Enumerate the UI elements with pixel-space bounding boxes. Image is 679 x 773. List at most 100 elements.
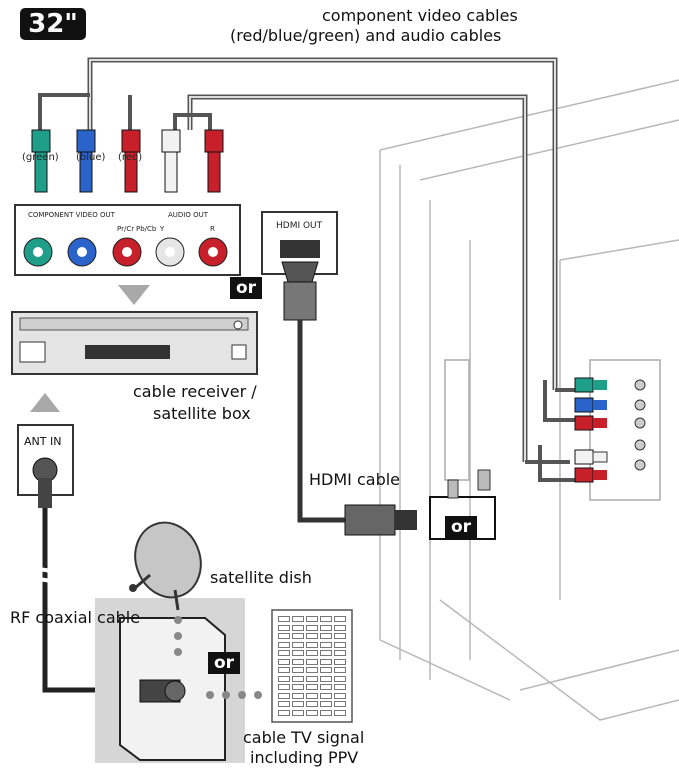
rf-coaxial-label: RF coaxial cable xyxy=(10,608,141,627)
cable-tv-cell xyxy=(334,684,346,690)
cable-tv-cell xyxy=(306,675,318,682)
cable-tv-cell xyxy=(320,658,332,665)
cable-tv-cell xyxy=(334,675,346,682)
cable-tv-cell xyxy=(278,701,290,707)
arrow-up xyxy=(30,393,60,412)
port-r-label: R xyxy=(210,225,215,233)
cable-tv-cell xyxy=(320,641,332,648)
component-cable-inner xyxy=(89,59,556,390)
cable-receiver-label-2: satellite box xyxy=(153,404,251,423)
cable-tv-cell xyxy=(278,641,290,648)
cable-tv-cell xyxy=(334,641,346,648)
cable-tv-cell xyxy=(320,692,332,699)
tv-input-plugs xyxy=(574,377,646,483)
cable-tv-cell xyxy=(278,624,290,631)
hdmi-cable-line xyxy=(297,320,345,523)
cable-receiver-box xyxy=(11,311,258,375)
port-jacks xyxy=(23,237,228,267)
signal-dots xyxy=(174,616,262,699)
ant-in-label: ANT IN xyxy=(24,435,62,448)
port-pb-label: Pb/Cb xyxy=(136,225,157,233)
cable-tv-cell xyxy=(278,658,290,665)
cable-tv-cell xyxy=(320,701,332,707)
cable-tv-cell xyxy=(306,709,318,716)
cable-tv-cell xyxy=(292,641,304,648)
cable-tv-cell xyxy=(278,667,290,673)
coax-connector xyxy=(139,679,186,703)
cable-tv-cell xyxy=(292,624,304,631)
cable-tv-grid xyxy=(271,609,353,723)
component-video-out-label: COMPONENT VIDEO OUT xyxy=(28,211,115,219)
cable-tv-cell xyxy=(334,658,346,665)
cable-tv-cell xyxy=(320,633,332,639)
size-badge: 32" xyxy=(20,8,86,40)
cable-tv-cell xyxy=(306,701,318,707)
cable-tv-cell xyxy=(334,667,346,673)
arrow-down xyxy=(118,285,150,305)
cable-tv-cell xyxy=(334,624,346,631)
cable-tv-cell xyxy=(320,667,332,673)
cable-tv-cell xyxy=(278,633,290,639)
audio-out-label: AUDIO OUT xyxy=(168,211,209,219)
cable-tv-cell xyxy=(278,616,290,622)
or-badge-2: or xyxy=(445,516,478,538)
or-badge-3: or xyxy=(208,652,241,674)
cable-receiver-label-1: cable receiver / xyxy=(133,382,257,401)
cable-tv-cell xyxy=(334,692,346,699)
cable-tv-cell xyxy=(306,650,318,656)
cable-tv-cell xyxy=(292,658,304,665)
cable-tv-cell xyxy=(278,709,290,716)
cable-tv-cell xyxy=(292,709,304,716)
cable-tv-cell xyxy=(320,624,332,631)
plug-blue-label: (blue) xyxy=(76,152,106,163)
plug-green-label: (green) xyxy=(22,152,59,163)
cable-tv-cell xyxy=(292,616,304,622)
cable-tv-cell xyxy=(334,633,346,639)
cable-tv-cell xyxy=(292,684,304,690)
plug-white xyxy=(161,129,181,193)
cable-tv-cell xyxy=(306,667,318,673)
plug-red xyxy=(121,129,141,193)
port-y-label: Y xyxy=(160,225,165,233)
cable-tv-cell xyxy=(320,675,332,682)
cable-tv-cell xyxy=(306,616,318,622)
plug-red-audio xyxy=(204,129,224,193)
cable-tv-label-1: cable TV signal xyxy=(243,728,365,747)
hdmi-plug-top xyxy=(281,261,319,283)
cable-tv-cell xyxy=(334,709,346,716)
cable-tv-cell xyxy=(292,701,304,707)
cable-tv-cell xyxy=(306,684,318,690)
cable-tv-cell xyxy=(292,692,304,699)
satellite-dish-label: satellite dish xyxy=(210,568,312,587)
cable-tv-label-2: including PPV xyxy=(250,748,359,767)
or-badge-1: or xyxy=(230,277,263,299)
cable-tv-cell xyxy=(292,633,304,639)
cable-tv-cell xyxy=(278,684,290,690)
cable-tv-cell xyxy=(320,684,332,690)
hdmi-out-label: HDMI OUT xyxy=(276,221,323,231)
cable-tv-cell xyxy=(306,633,318,639)
cable-tv-cell xyxy=(334,616,346,622)
satellite-dish xyxy=(129,521,202,611)
cable-tv-cell xyxy=(278,650,290,656)
plug-green xyxy=(31,129,51,193)
hdmi-cable-label: HDMI cable xyxy=(309,470,401,489)
tv-outline xyxy=(379,79,679,721)
hdmi-port xyxy=(280,240,320,258)
cable-tv-cell xyxy=(306,658,318,665)
cable-tv-cell xyxy=(334,650,346,656)
cable-tv-cell xyxy=(292,667,304,673)
cable-tv-cell xyxy=(320,616,332,622)
cable-tv-cell xyxy=(306,624,318,631)
port-pr-label: Pr/Cr xyxy=(117,225,135,233)
plug-blue xyxy=(76,129,96,193)
component-cables-label-1: component video cables xyxy=(322,6,518,25)
cable-tv-cell xyxy=(292,650,304,656)
plug-red-label: (red) xyxy=(118,152,143,163)
cable-tv-cell xyxy=(306,641,318,648)
cable-tv-cell xyxy=(334,701,346,707)
cable-tv-cell xyxy=(278,675,290,682)
cable-tv-cell xyxy=(320,650,332,656)
component-cables-label-2: (red/blue/green) and audio cables xyxy=(230,26,502,45)
